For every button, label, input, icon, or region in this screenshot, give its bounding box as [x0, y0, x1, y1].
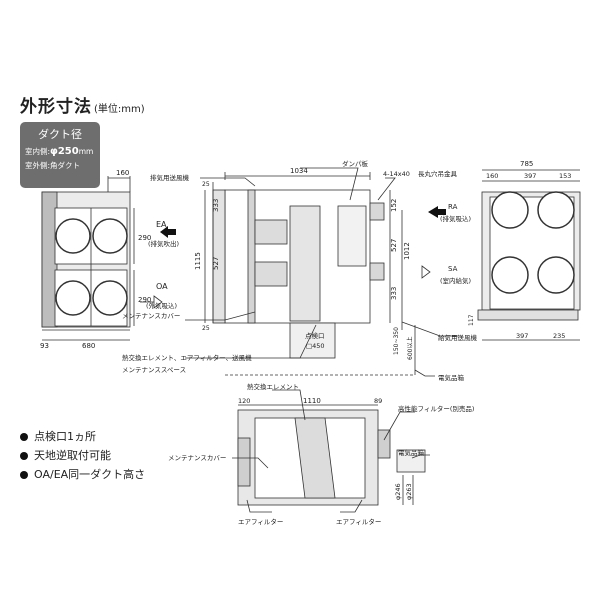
dim-side-b235: 235 — [553, 332, 565, 340]
dim-side-160: 160 — [486, 172, 498, 180]
dim-bottom-1110: 1110 — [303, 397, 321, 405]
label-electric-bottom: 電気品箱 — [398, 448, 425, 457]
label-holes: 4-14x40 — [383, 170, 410, 178]
label-inspection-size: □450 — [306, 342, 325, 350]
label-exhaust-fan: 排気用送風機 — [150, 173, 190, 182]
badge-indoor: 室内側:φ250mm — [25, 146, 94, 157]
label-filter-left: エアフィルター — [238, 517, 283, 526]
label-electric: 電気品箱 — [438, 373, 465, 382]
ra-sub: (排気吸込) — [440, 214, 471, 223]
unit-label: (単位:mm) — [94, 104, 145, 115]
label-hepa: 高性能フィルター(別売品) — [398, 404, 474, 413]
dim-phi263: φ263 — [405, 483, 413, 500]
duct-size-badge: ダクト径 室内側:φ250mm 室外側:角ダクト — [20, 122, 100, 188]
badge-outdoor: 室外側:角ダクト — [25, 161, 81, 170]
dim-bottom-93: 93 — [40, 342, 49, 350]
dim-phi246: φ246 — [394, 483, 402, 500]
sa-sub: (室内給気) — [440, 276, 471, 285]
dim-333r: 333 — [390, 287, 398, 300]
sa-label: SA — [448, 265, 458, 273]
badge-title: ダクト径 — [38, 128, 82, 141]
dim-side-117: 117 — [468, 314, 475, 326]
dim-bottom-680: 680 — [82, 342, 95, 350]
dim-333: 333 — [212, 199, 220, 212]
feature-item: OA/EA同一ダクト高さ — [20, 466, 145, 482]
left-view — [41, 176, 135, 341]
page-title: 外形寸法(単位:mm) — [20, 97, 145, 117]
dim-527: 527 — [212, 257, 220, 270]
ra-label: RA — [448, 203, 458, 211]
dim-oa-290: 290 — [138, 296, 151, 304]
label-cover-bottom: メンテナンスカバー — [168, 454, 226, 462]
dim-space-range: 150~350 — [393, 327, 400, 355]
dim-bottom-120: 120 — [238, 397, 250, 405]
bottom-view — [237, 404, 426, 506]
label-damper: ダンパ板 — [342, 159, 369, 168]
ea-label: EA — [156, 220, 167, 229]
label-heat-element: 熱交換エレメント — [247, 382, 299, 391]
dim-152: 152 — [390, 199, 398, 212]
dim-1115: 1115 — [194, 252, 202, 270]
dim-side-153: 153 — [559, 172, 571, 180]
dim-space-600: 600以上 — [406, 337, 414, 360]
dim-top-160: 160 — [116, 169, 129, 177]
ea-sub: (排気吹出) — [148, 239, 179, 248]
dim-side-b397: 397 — [516, 332, 528, 340]
feature-item: 天地逆取付可能 — [20, 447, 111, 463]
dim-25b: 25 — [202, 325, 210, 332]
dim-1012: 1012 — [403, 242, 411, 260]
label-cover: メンテナンスカバー — [122, 312, 180, 320]
label-inspection: 点検口 — [305, 331, 325, 340]
dim-width-1034: 1034 — [290, 167, 308, 175]
dim-side-397: 397 — [524, 172, 536, 180]
label-hanger: 長丸穴吊金具 — [418, 169, 458, 178]
side-view — [477, 169, 581, 341]
label-filter-right: エアフィルター — [336, 517, 381, 526]
oa-sub: (外気吸込) — [146, 301, 177, 310]
oa-label: OA — [156, 282, 168, 291]
dim-785: 785 — [520, 160, 533, 168]
label-element: 熱交換エレメント、エアフィルター、送風機 — [122, 353, 252, 362]
label-space: メンテナンススペース — [122, 366, 186, 374]
feature-item: 点検口1ヵ所 — [20, 428, 96, 444]
dim-527r: 527 — [390, 239, 398, 252]
dim-ea-290: 290 — [138, 234, 151, 242]
dim-25a: 25 — [202, 181, 210, 188]
label-supply-fan: 給気用送風機 — [438, 333, 478, 342]
front-view — [204, 172, 416, 376]
dim-bottom-89: 89 — [374, 397, 382, 405]
